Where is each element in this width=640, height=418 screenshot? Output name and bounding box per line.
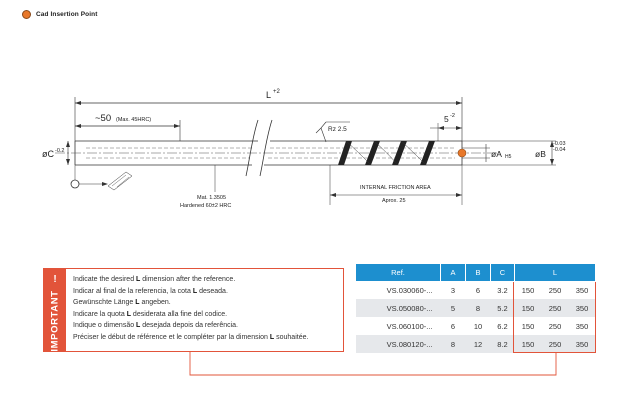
cell-b: 10 — [473, 321, 483, 331]
dim-phiB-tol-upper: -0.03 — [553, 141, 566, 147]
dim-phiA-tol: H5 — [505, 154, 512, 160]
table-row: VS.050080-... 5 8 5.2 150 250 350 — [356, 299, 596, 317]
info-arrow-icon: ! — [53, 274, 57, 285]
cell-l2: 250 — [541, 299, 569, 317]
material-label: Mat. 1.3505 — [197, 195, 226, 201]
cell-l3: 350 — [568, 335, 596, 353]
cell-ref: VS.080120-... — [356, 335, 441, 353]
instruction-line-it: Indicare la quota L desiderata alla fine… — [73, 310, 228, 318]
dim-phiA: øA — [491, 149, 502, 159]
table-row: VS.080120-... 8 12 8.2 150 250 350 — [356, 335, 596, 353]
cell-ref: VS.060100-... — [386, 321, 433, 331]
cell-a: 5 — [440, 299, 466, 317]
dim-phiC-tol: -0.2 — [55, 148, 64, 154]
cell-c: 6.2 — [497, 321, 508, 331]
table-header-row: Ref. A B C L — [356, 264, 596, 281]
cell-l2: 250 — [548, 285, 562, 295]
cad-insertion-legend: Cad Insertion Point — [22, 10, 98, 19]
cell-b: 8 — [465, 299, 491, 317]
instruction-line-es: Indicar al final de la referencia, la co… — [73, 287, 228, 295]
cell-l3: 350 — [568, 299, 596, 317]
cell-l3: 350 — [575, 321, 589, 331]
instruction-line-fr: Préciser le début de référence et le com… — [73, 333, 309, 341]
dim-phiC: øC — [42, 149, 54, 159]
instruction-line-de: Gewünschte Länge L angeben. — [73, 299, 171, 307]
header-b: B — [465, 264, 491, 281]
cad-insertion-point-icon — [457, 148, 467, 158]
cell-l1: 150 — [521, 321, 535, 331]
table-row: VS.060100-... 6 10 6.2 150 250 350 — [356, 317, 596, 335]
dim-phiB-tol-lower: -0.04 — [553, 147, 566, 153]
technical-drawing: L +2 ~50 (Max. 45HRC) 5 -2 Rz 2.5 øC -0.… — [42, 89, 566, 209]
instruction-line-pt: Indique o dimensão L desejada depois da … — [73, 322, 239, 330]
header-l: L — [514, 264, 596, 281]
rz-label: Rz 2.5 — [328, 126, 347, 133]
important-tab: ! IMPORTANT — [44, 269, 66, 352]
cad-point-icon — [22, 10, 31, 19]
header-c: C — [490, 264, 515, 281]
cell-l1: 150 — [521, 285, 535, 295]
dim-5: 5 — [444, 114, 449, 124]
cell-l2: 250 — [548, 321, 562, 331]
dim-L: L — [266, 90, 271, 100]
cell-c: 5.2 — [490, 299, 515, 317]
instruction-list: Indicate the desired L dimension after t… — [73, 274, 340, 344]
header-ref: Ref. — [356, 264, 441, 281]
length-options-highlight — [513, 282, 596, 353]
friction-title: INTERNAL FRICTION AREA — [360, 185, 431, 191]
cell-a: 8 — [440, 335, 466, 353]
dim-L-tol: +2 — [273, 89, 281, 95]
cell-l2: 250 — [541, 335, 569, 353]
dim-50: ~50 — [95, 113, 111, 124]
hardness-label: Hardened 60±2 HRC — [180, 203, 231, 209]
cell-l1: 150 — [514, 299, 542, 317]
reference-table: Ref. A B C L VS.030060-... 3 6 3.2 150 2… — [356, 264, 596, 353]
cell-ref: VS.030060-... — [386, 285, 433, 295]
cell-a: 3 — [450, 285, 456, 295]
instruction-line-en: Indicate the desired L dimension after t… — [73, 276, 236, 283]
important-notice: ! IMPORTANT Indicate the desired L dimen… — [43, 268, 344, 352]
dim-5-tol: -2 — [450, 113, 455, 119]
legend-label: Cad Insertion Point — [36, 11, 98, 18]
cell-b: 6 — [475, 285, 481, 295]
cell-l3: 350 — [575, 285, 589, 295]
cell-c: 3.2 — [497, 285, 508, 295]
cell-ref: VS.050080-... — [356, 299, 441, 317]
cell-l1: 150 — [514, 335, 542, 353]
cell-b: 12 — [465, 335, 491, 353]
cell-c: 8.2 — [490, 335, 515, 353]
dim-50-note: (Max. 45HRC) — [116, 117, 151, 123]
dim-phiB: øB — [535, 149, 546, 159]
header-a: A — [440, 264, 466, 281]
friction-value: Aprox. 25 — [382, 198, 406, 204]
cell-a: 6 — [450, 321, 456, 331]
table-row: VS.030060-... 3 6 3.2 150 250 350 — [356, 281, 596, 299]
